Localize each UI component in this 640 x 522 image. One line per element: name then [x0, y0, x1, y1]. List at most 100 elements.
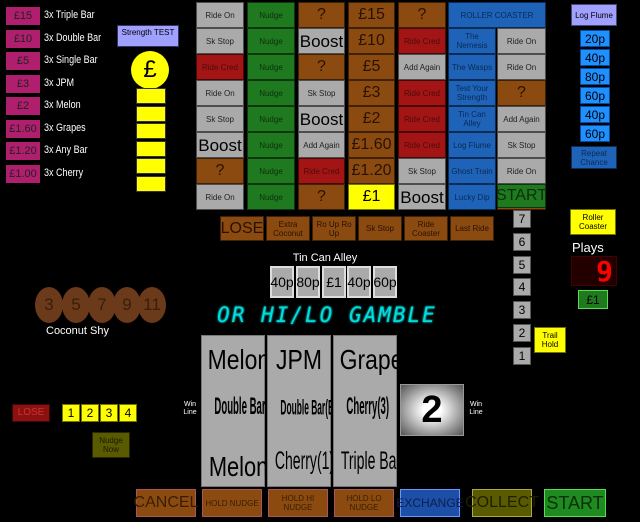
board-cell[interactable]: Ride Cred	[398, 106, 446, 132]
nudge-number[interactable]: 2	[81, 404, 99, 422]
reel-symbol-bottom: Cherry(1)	[274, 446, 335, 475]
coconut: 11	[138, 287, 166, 323]
feature-row-cell[interactable]: Ride Coaster	[404, 216, 448, 241]
board-cell[interactable]: Nudge	[247, 28, 295, 54]
feature-row-cell[interactable]: LOSE	[220, 216, 264, 241]
tin-can-button[interactable]: 40p	[270, 266, 294, 298]
tin-can-button[interactable]: 80p	[296, 266, 320, 298]
roller-cell[interactable]: Ride On	[497, 158, 546, 184]
board-cell[interactable]: Add Again	[398, 54, 446, 80]
paytable-label: 3x Cherry	[44, 166, 84, 179]
board-cell[interactable]: Nudge	[247, 158, 295, 184]
board-cell[interactable]: Ride On	[196, 184, 244, 210]
board-cell[interactable]: Boost	[298, 106, 345, 132]
log-flume-value[interactable]: 40p	[580, 106, 610, 123]
hold-nudge-button-3[interactable]: HOLD LO NUDGE	[334, 489, 394, 517]
board-cell[interactable]: ?	[196, 158, 244, 184]
board-cell[interactable]: Ride Cred	[398, 132, 446, 158]
board-cell[interactable]: Ride On	[196, 2, 244, 28]
board-cell[interactable]: ?	[298, 2, 345, 28]
board-cell[interactable]: £1.20	[348, 158, 395, 184]
roller-coaster-button[interactable]: Roller Coaster	[570, 209, 616, 235]
roller-cell[interactable]: The Nemesis	[448, 28, 496, 54]
tin-can-button[interactable]: 40p	[347, 266, 371, 298]
log-flume-value[interactable]: 80p	[580, 68, 610, 85]
board-cell[interactable]: Ride Cred	[196, 54, 244, 80]
trail-step[interactable]: 3	[513, 301, 531, 320]
board-cell[interactable]: Nudge	[247, 2, 295, 28]
board-cell[interactable]: Sk Stop	[398, 158, 446, 184]
board-cell[interactable]: Ride Cred	[298, 158, 345, 184]
trail-step[interactable]: 6	[513, 232, 531, 251]
plays-price-button[interactable]: £1	[578, 290, 608, 309]
roller-cell[interactable]: Ghost Train	[448, 158, 496, 184]
board-cell[interactable]: ?	[298, 184, 345, 210]
trail-step[interactable]: 5	[513, 255, 531, 274]
roller-cell[interactable]: Ride On	[497, 28, 546, 54]
board-cell[interactable]: £15	[348, 2, 395, 28]
board-cell[interactable]: Sk Stop	[196, 28, 244, 54]
roller-cell[interactable]: Log Flume	[448, 132, 496, 158]
cancel-button[interactable]: CANCEL	[134, 489, 198, 517]
roller-cell[interactable]: Test Your Strength	[448, 80, 496, 106]
log-flume-value[interactable]: 60p	[580, 87, 610, 104]
nudge-number[interactable]: 3	[100, 404, 118, 422]
board-cell[interactable]: Ride On	[196, 80, 244, 106]
board-cell[interactable]: Nudge	[247, 80, 295, 106]
board-cell[interactable]: Sk Stop	[196, 106, 244, 132]
trail-step[interactable]: 2	[513, 324, 531, 342]
trail-hold-button[interactable]: Trail Hold	[534, 327, 566, 353]
board-cell[interactable]: £1	[348, 184, 395, 210]
log-flume-value[interactable]: 20p	[580, 30, 610, 47]
nudge-number[interactable]: 1	[62, 404, 80, 422]
hold-nudge-button-1[interactable]: HOLD NUDGE	[202, 489, 262, 517]
board-cell[interactable]: £5	[348, 54, 395, 80]
board-cell[interactable]: Ride Cred	[398, 80, 446, 106]
win-line-right: Win Line	[469, 401, 483, 416]
roller-cell[interactable]: ?	[497, 80, 546, 106]
nudge-lose-button[interactable]: LOSE	[12, 404, 50, 422]
tin-can-button[interactable]: 60p	[373, 266, 397, 298]
collect-button[interactable]: COLLECT	[465, 489, 539, 517]
board-cell[interactable]: £1.60	[348, 132, 395, 158]
board-cell[interactable]: Ride Cred	[398, 28, 446, 54]
board-cell[interactable]: Add Again	[298, 132, 345, 158]
roller-start-button[interactable]: START	[497, 184, 546, 208]
nudge-now-button[interactable]: Nudge Now	[92, 432, 130, 458]
coconut: 7	[88, 287, 116, 323]
board-cell[interactable]: £2	[348, 106, 395, 132]
exchange-button[interactable]: EXCHANGE	[396, 489, 464, 517]
roller-cell[interactable]: Ride On	[497, 54, 546, 80]
hold-nudge-button-2[interactable]: HOLD HI NUDGE	[268, 489, 328, 517]
tin-can-button[interactable]: £1	[322, 266, 346, 298]
board-cell[interactable]: Nudge	[247, 106, 295, 132]
board-cell[interactable]: Nudge	[247, 184, 295, 210]
feature-row-cell[interactable]: Extra Coconut	[266, 216, 310, 241]
feature-row-cell[interactable]: Last Ride	[450, 216, 494, 241]
trail-step[interactable]: 1	[513, 346, 531, 365]
roller-cell[interactable]: Tin Can Alley	[448, 106, 496, 132]
board-cell[interactable]: £3	[348, 80, 395, 106]
roller-cell[interactable]: The Wasps	[448, 54, 496, 80]
start-button[interactable]: START	[544, 489, 606, 517]
log-flume-value[interactable]: 60p	[580, 125, 610, 142]
trail-step[interactable]: 7	[513, 210, 531, 228]
board-cell[interactable]: Boost	[196, 132, 244, 158]
log-flume-value[interactable]: 40p	[580, 49, 610, 66]
board-cell[interactable]: Boost	[298, 28, 345, 54]
board-cell[interactable]: Nudge	[247, 132, 295, 158]
roller-cell[interactable]: Add Again	[497, 106, 546, 132]
paytable-value: £15	[6, 7, 40, 25]
board-cell[interactable]: £10	[348, 28, 395, 54]
board-cell[interactable]: Boost	[398, 184, 446, 210]
trail-step[interactable]: 4	[513, 278, 531, 297]
nudge-number[interactable]: 4	[119, 404, 137, 422]
board-cell[interactable]: Sk Stop	[298, 80, 345, 106]
feature-row-cell[interactable]: Ro Up Ro Up	[312, 216, 356, 241]
feature-row-cell[interactable]: Sk Stop	[358, 216, 402, 241]
board-cell[interactable]: ?	[398, 2, 446, 28]
board-cell[interactable]: ?	[298, 54, 345, 80]
roller-cell[interactable]: Lucky Dip	[448, 184, 496, 210]
roller-cell[interactable]: Sk Stop	[497, 132, 546, 158]
board-cell[interactable]: Nudge	[247, 54, 295, 80]
